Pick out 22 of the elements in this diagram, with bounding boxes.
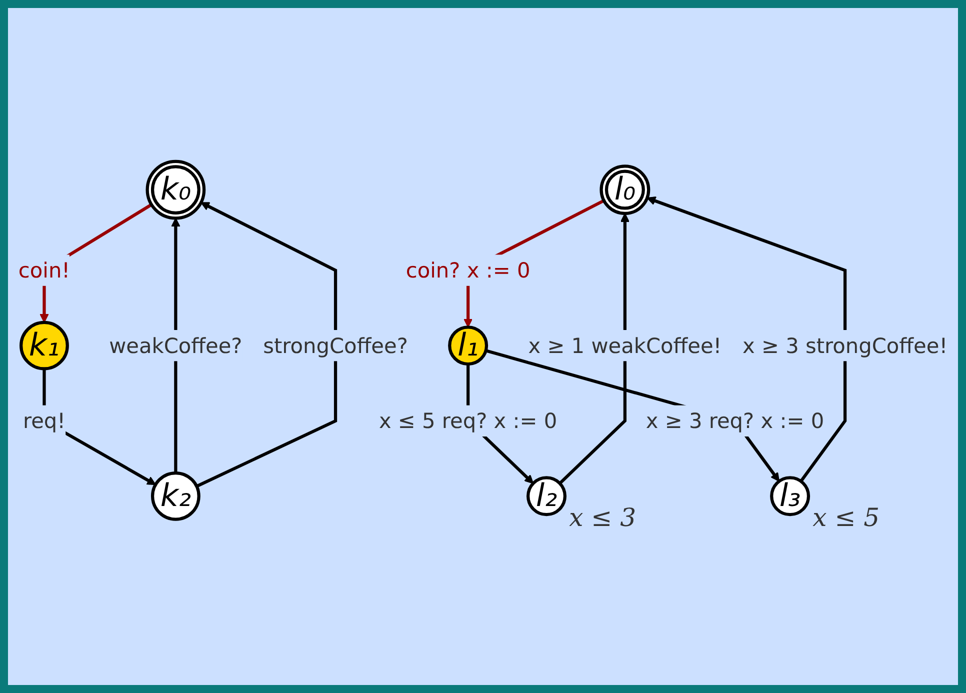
edge-label: x ≥ 1 weakCoffee! xyxy=(528,332,722,358)
node-circle: l₂ xyxy=(526,476,567,516)
invariant-label: x ≤ 3 xyxy=(569,502,636,532)
invariant-label: x ≤ 5 xyxy=(812,502,880,532)
node-circle: k₀ xyxy=(146,160,206,220)
node-circle: k₁ xyxy=(20,320,69,370)
edge-label: req! xyxy=(22,408,66,434)
node-circle: k₂ xyxy=(150,471,200,521)
edge-label: x ≥ 3 req? x := 0 xyxy=(646,408,824,434)
edge-label: weakCoffee? xyxy=(109,332,242,358)
arrow xyxy=(558,212,630,484)
edge-label: coin? x := 0 xyxy=(406,258,530,283)
arrow xyxy=(196,202,338,488)
node-circle: l₁ xyxy=(448,325,488,366)
edge-label: coin! xyxy=(18,258,70,283)
arrow xyxy=(171,218,180,473)
node-circle: l₀ xyxy=(600,164,650,215)
node-circle: l₃ xyxy=(770,476,810,516)
edge-label: x ≤ 5 req? x := 0 xyxy=(378,408,558,434)
edge-label: strongCoffee? xyxy=(263,332,408,358)
edge-label: x ≥ 3 strongCoffee! xyxy=(742,332,948,358)
arrow xyxy=(646,196,847,482)
